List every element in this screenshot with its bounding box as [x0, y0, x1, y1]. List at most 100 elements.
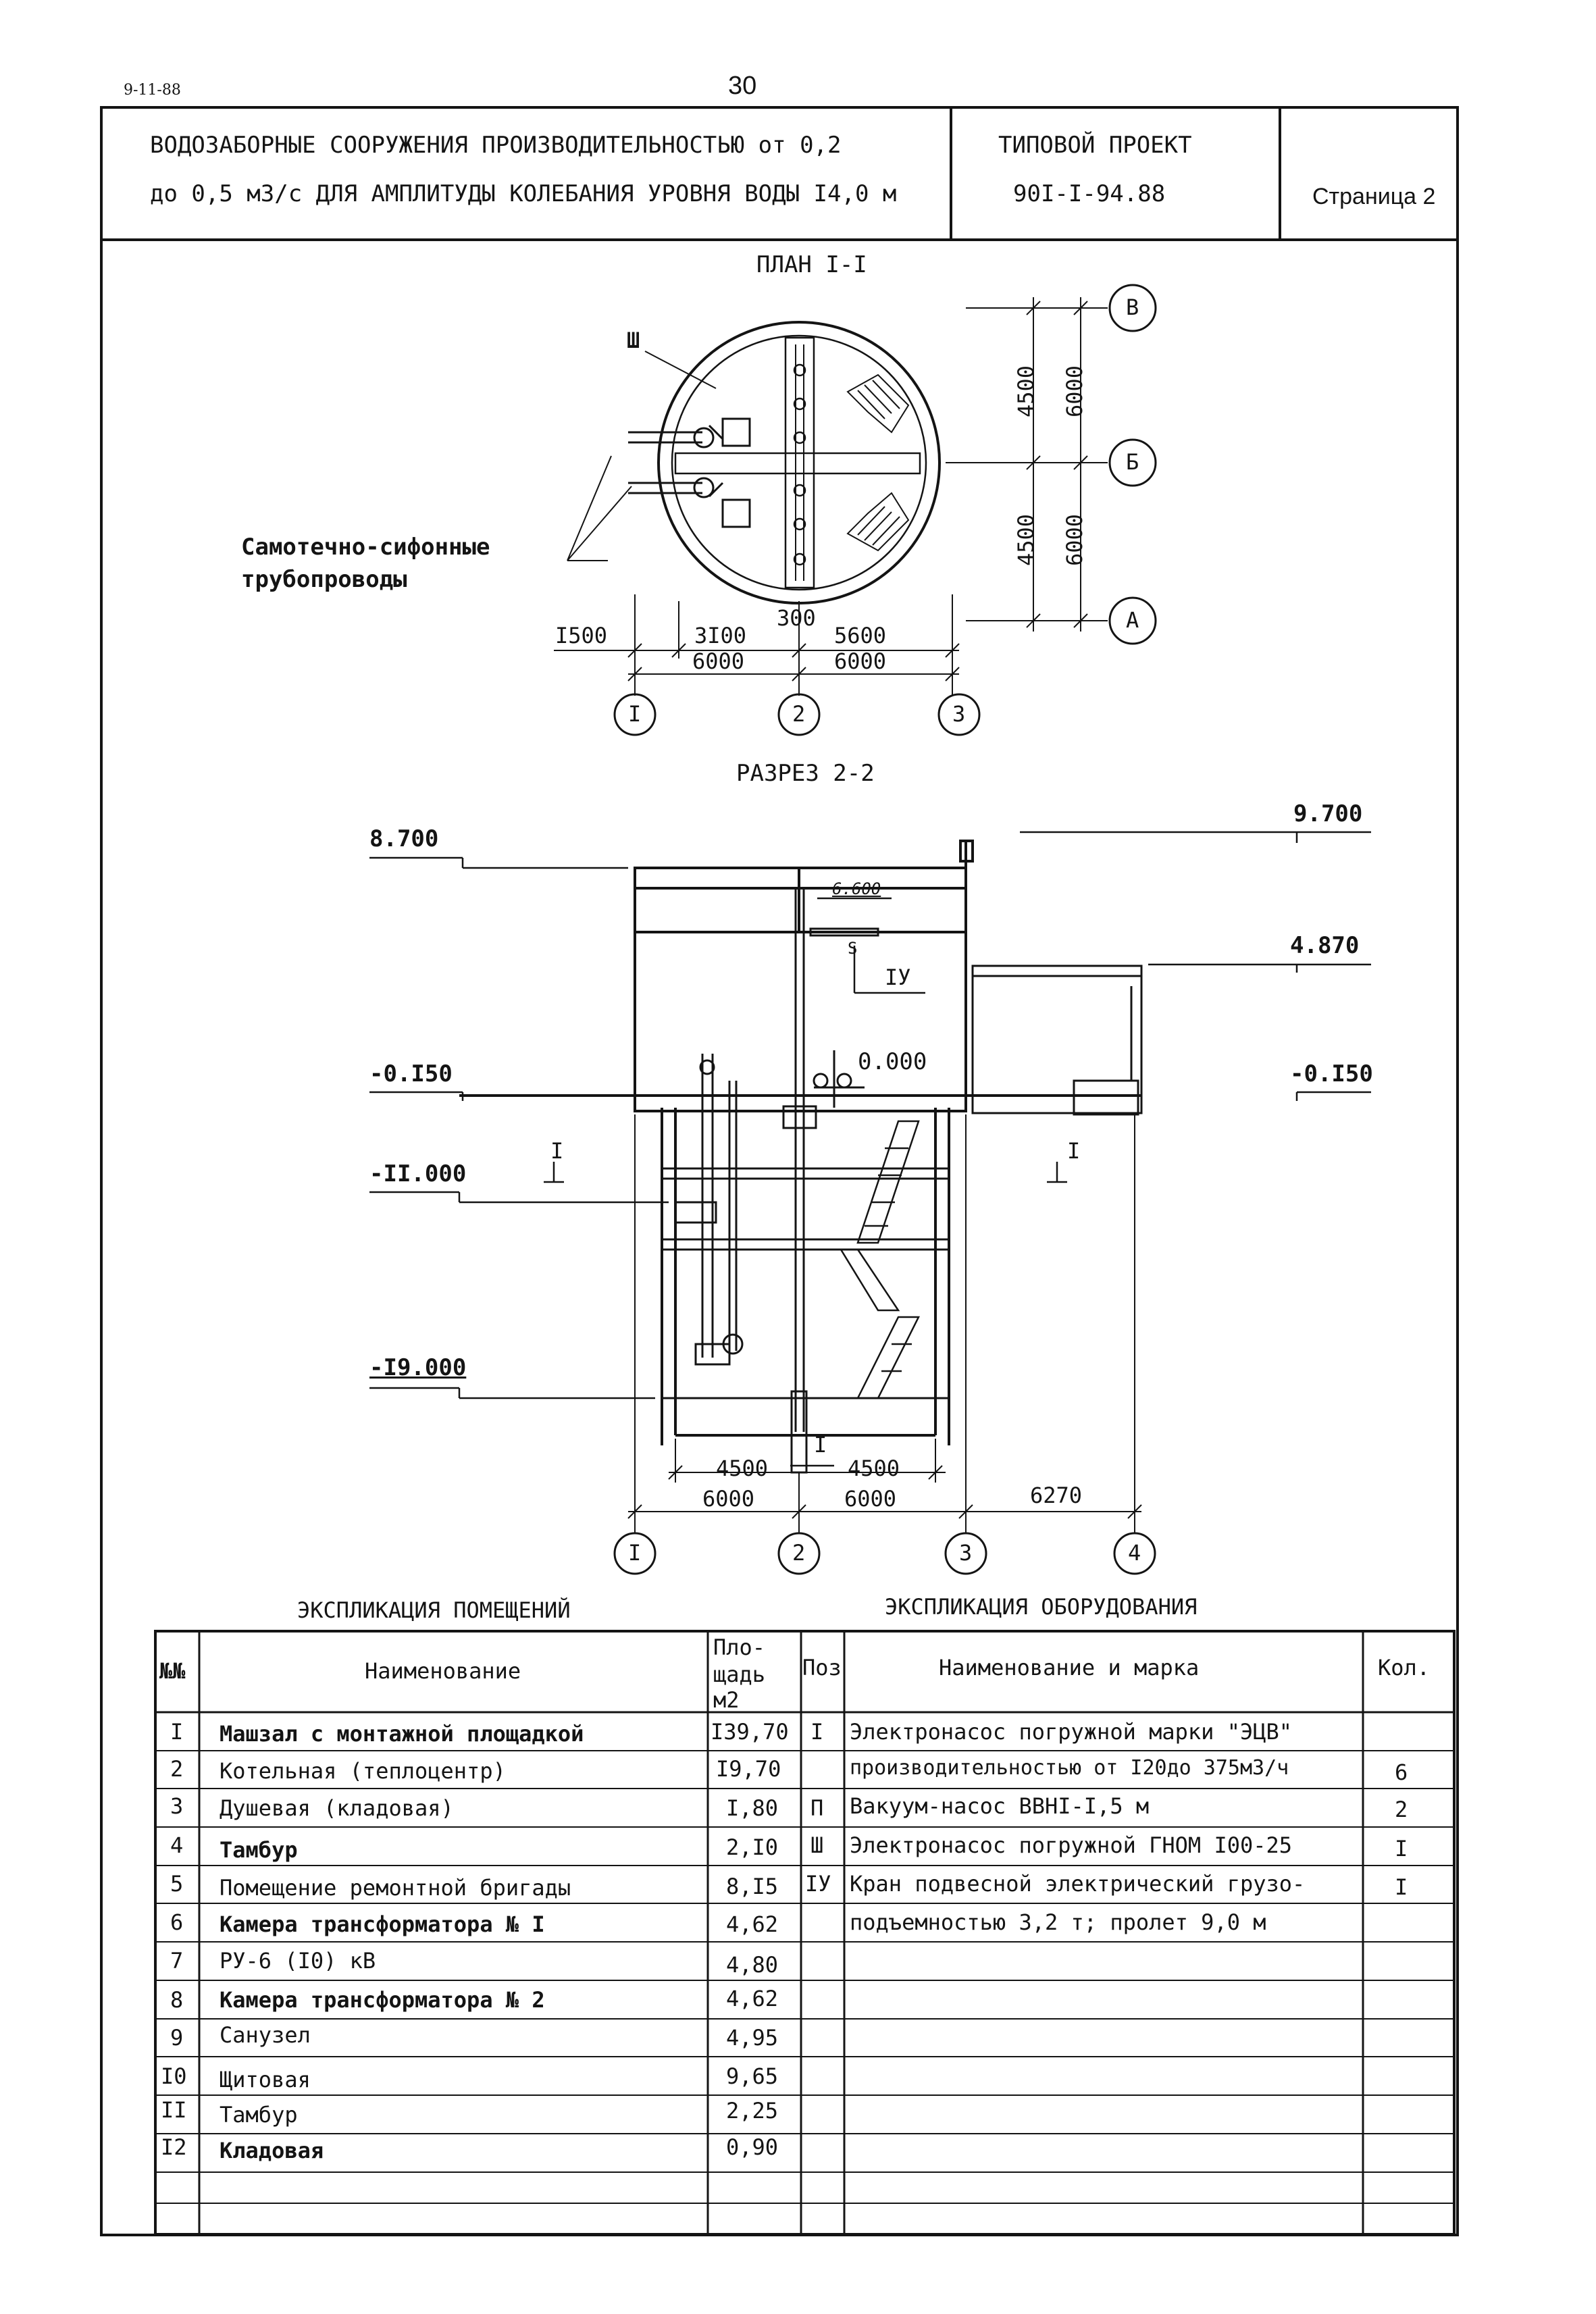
cut-mark-left: I [550, 1138, 564, 1164]
title-block: ВОДОЗАБОРНЫЕ СООРУЖЕНИЯ ПРОИЗВОДИТЕЛЬНОС… [100, 106, 1459, 241]
rooms-head-area-1: Пло- [713, 1635, 766, 1660]
room-num: 6 [170, 1909, 184, 1935]
room-num: II [161, 2097, 187, 2123]
section-dim-4500-left: 4500 [716, 1456, 769, 1481]
section-axis-label-2: 2 [792, 1540, 806, 1566]
level-9700: 9.700 [1293, 800, 1363, 827]
level-minus-11000: -II.000 [369, 1160, 467, 1187]
level-6600: 6.600 [832, 879, 881, 898]
section-axis-marker-1 [613, 1532, 657, 1575]
dim-6000-left: 6000 [692, 648, 745, 674]
section-axis-marker-3 [944, 1532, 987, 1575]
dim-1500: I500 [555, 623, 608, 648]
axis-marker-row-v [1108, 284, 1157, 332]
project-number: 90I-I-94.88 [1013, 180, 1166, 207]
section-dim-6270: 6270 [1030, 1483, 1083, 1508]
room-num: I2 [161, 2134, 187, 2160]
section-axis-label-4: 4 [1128, 1540, 1141, 1566]
room-name: Тамбур [220, 2102, 298, 2128]
room-name: Тамбур [220, 1837, 298, 1863]
room-area: 4,80 [726, 1952, 779, 1978]
axis-marker-col-1 [613, 693, 657, 736]
equip-qty: 6 [1395, 1759, 1408, 1785]
room-num: 9 [170, 2025, 184, 2051]
sheet-label: Страница 2 [1312, 184, 1436, 209]
axis-label-col-3: 3 [952, 701, 966, 727]
room-name: РУ-6 (I0) кВ [220, 1948, 376, 1974]
room-num: I0 [161, 2063, 187, 2089]
level-minus-0150-right: -0.I50 [1290, 1060, 1373, 1087]
section-axis-marker-4 [1113, 1532, 1156, 1575]
room-area: I39,70 [711, 1719, 789, 1745]
room-area: I,80 [726, 1795, 779, 1821]
section-dim-4500-right: 4500 [848, 1456, 900, 1481]
equip-pos: Ш [810, 1832, 824, 1858]
room-name: Камера трансформатора № I [220, 1911, 545, 1937]
level-0000: 0.000 [858, 1048, 927, 1075]
room-num: 5 [170, 1871, 184, 1897]
axis-marker-col-3 [937, 693, 981, 736]
dim-300: 300 [777, 605, 816, 631]
equip-name: Электронасос погружной ГНОМ I00-25 [850, 1832, 1293, 1858]
equip-name: производительностью от I20до 375м3/ч [850, 1756, 1289, 1780]
section-dim-6000-left: 6000 [702, 1486, 755, 1512]
room-name: Машзал с монтажной площадкой [220, 1721, 584, 1747]
equip-pos: I [810, 1719, 824, 1745]
axis-label-col-2: 2 [792, 701, 806, 727]
equip-name: Вакуум-насос ВВНI-I,5 м [850, 1793, 1150, 1819]
room-name: Щитовая [220, 2067, 311, 2092]
room-name: Кладовая [220, 2138, 324, 2163]
room-area: 8,I5 [726, 1874, 779, 1899]
equipment-caption: ЭКСПЛИКАЦИЯ ОБОРУДОВАНИЯ [885, 1594, 1198, 1620]
equip-head-pos: Поз [802, 1655, 842, 1680]
rooms-head-area-2: щадь [713, 1662, 766, 1687]
room-name: Котельная (теплоцентр) [220, 1758, 506, 1784]
section-axis-label-3: 3 [959, 1540, 973, 1566]
equip-name: Кран подвесной электрический грузо- [850, 1871, 1306, 1897]
equip-head-qty: Кол. [1378, 1655, 1431, 1680]
room-area: 4,95 [726, 2025, 779, 2051]
rooms-head-num: №№ [159, 1658, 186, 1684]
room-area: 2,I0 [726, 1834, 779, 1860]
room-name: Помещение ремонтной бригады [220, 1875, 571, 1901]
room-name: Камера трансформатора № 2 [220, 1987, 545, 2013]
section-title: РАЗРЕЗ 2-2 [736, 760, 875, 787]
section-crane-mark: IУ [885, 965, 911, 990]
room-area: 4,62 [726, 1986, 779, 2011]
level-8700: 8.700 [369, 825, 439, 852]
rooms-head-area-3: м2 [713, 1687, 740, 1713]
level-minus-19000: -I9.000 [369, 1354, 467, 1381]
axis-marker-row-b [1108, 438, 1157, 487]
room-name: Душевая (кладовая) [220, 1795, 454, 1821]
project-label: ТИПОВОЙ ПРОЕКТ [998, 132, 1192, 159]
room-area: 0,90 [726, 2134, 779, 2160]
room-num: 8 [170, 1987, 184, 2013]
dim-3100: 3I00 [694, 623, 747, 648]
pipes-label-line-1: Самотечно-сифонные [241, 534, 490, 561]
plan-title: ПЛАН I-I [756, 251, 867, 278]
axis-marker-row-a [1108, 596, 1157, 645]
axis-label-col-1: I [628, 701, 642, 727]
section-axis-marker-2 [777, 1532, 821, 1575]
room-area: 9,65 [726, 2063, 779, 2089]
room-area: 4,62 [726, 1911, 779, 1937]
room-area: 2,25 [726, 2098, 779, 2124]
plan-drawing [554, 284, 1157, 736]
equip-name: подъемностью 3,2 т; пролет 9,0 м [850, 1909, 1266, 1935]
page-number: 30 [728, 72, 757, 100]
axis-label-row-a: А [1126, 607, 1139, 633]
level-4870: 4.870 [1290, 932, 1360, 959]
cut-mark-right: I [1067, 1138, 1081, 1164]
shaft-inner-wall [671, 334, 927, 591]
equip-qty: 2 [1395, 1797, 1408, 1822]
equip-name: Электронасос погружной марки "ЭЦВ" [850, 1719, 1293, 1745]
room-num: 4 [170, 1832, 184, 1858]
plan-equip-mark: Ш [627, 328, 640, 353]
section-drawing [369, 831, 1371, 1575]
room-num: 2 [170, 1756, 184, 1782]
room-num: 7 [170, 1948, 184, 1974]
rooms-caption: ЭКСПЛИКАЦИЯ ПОМЕЩЕНИЙ [297, 1597, 571, 1623]
rooms-head-name: Наименование [365, 1658, 521, 1684]
dim-6000-right: 6000 [834, 648, 887, 674]
